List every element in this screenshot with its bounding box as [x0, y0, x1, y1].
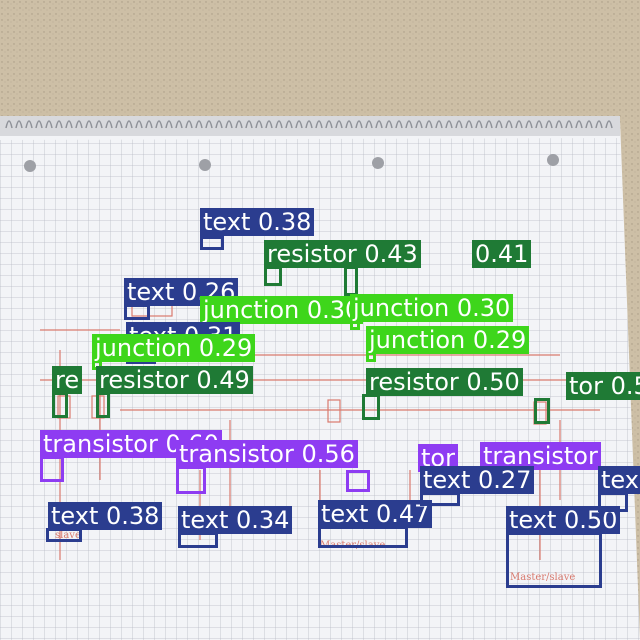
text-detection-label: text 0.38 [48, 502, 163, 530]
resistor-detection-label: resistor 0.50 [366, 368, 523, 396]
text-detection-box [598, 492, 628, 512]
text-detection-label: text 0.27 [420, 466, 535, 494]
junction-detection-label: junction 0.30 [200, 296, 364, 324]
junction-detection-label: junction 0.29 [366, 326, 530, 354]
spiral-coils [5, 120, 613, 129]
text-detection-box [178, 532, 218, 548]
transistor-detection-box [346, 470, 370, 492]
junction-detection-label: junction 0.30 [350, 294, 514, 322]
text-detection-box [420, 492, 460, 506]
transistor-detection-label: transistor 0.56 [176, 440, 358, 468]
handwritten-label-small: slave [55, 530, 81, 541]
resistor-detection-label: tor 0.5 [566, 372, 640, 400]
resistor-detection-label: re [52, 366, 83, 394]
resistor-detection-box [534, 398, 550, 424]
text-detection-box [200, 236, 224, 250]
punch-holes [24, 154, 559, 172]
text-detection-label: tex [598, 466, 640, 494]
text-detection-box [318, 526, 408, 548]
transistor-detection-label: transistor [480, 442, 601, 470]
resistor-detection-label: 0.41 [472, 240, 532, 268]
junction-detection-label: junction 0.29 [92, 334, 256, 362]
transistor-detection-box [40, 456, 64, 482]
resistor-detection-box [344, 266, 358, 296]
text-detection-label: text 0.47 [318, 500, 433, 528]
resistor-detection-label: resistor 0.43 [264, 240, 421, 268]
text-detection-label: text 0.34 [178, 506, 293, 534]
text-detection-box [506, 532, 602, 588]
text-detection-box [46, 528, 82, 542]
resistor-detection-box [52, 392, 68, 418]
text-detection-label: text 0.38 [200, 208, 315, 236]
transistor-detection-box [176, 466, 206, 494]
resistor-detection-label: resistor 0.49 [96, 366, 253, 394]
text-detection-box [124, 304, 150, 320]
spiral-binding [0, 116, 620, 136]
resistor-detection-box [264, 266, 282, 286]
resistor-detection-box [362, 394, 380, 420]
handwritten-label-right: Master/slave [510, 572, 575, 583]
resistor-detection-box [96, 392, 110, 418]
